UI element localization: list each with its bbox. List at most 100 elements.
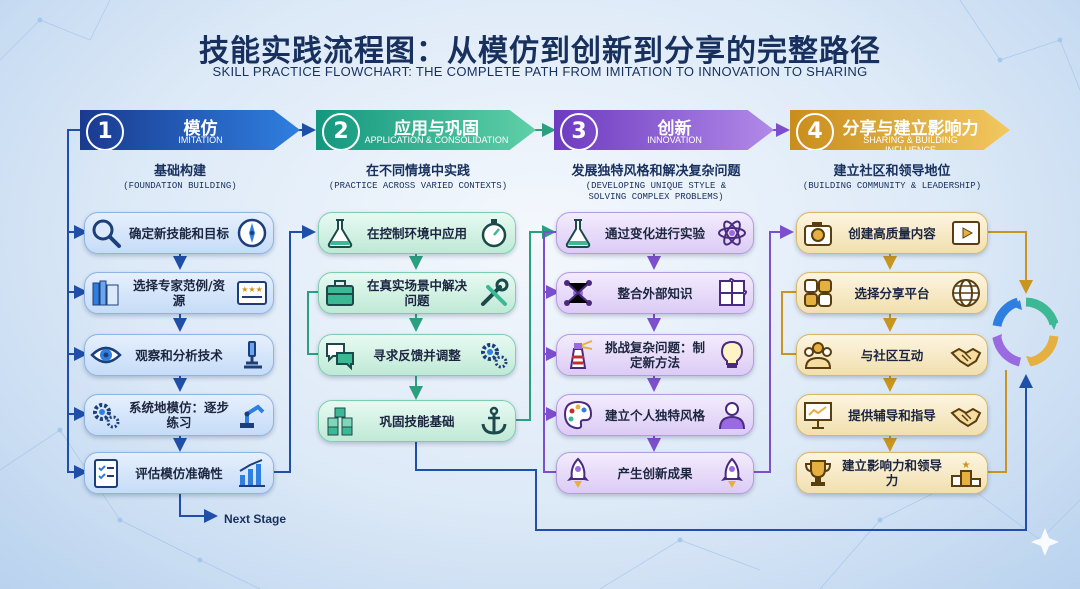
stage-4-step-1: 创建高质量内容	[796, 212, 988, 254]
page-subtitle: SKILL PRACTICE FLOWCHART: THE COMPLETE P…	[212, 64, 868, 79]
stage-4-banner: 4 分享与建立影响力 SHARING & BUILDING INFLUENCE	[790, 110, 1010, 150]
stage-2-step-1: 在控制环境中应用	[318, 212, 516, 254]
heading-en: (PRACTICE ACROSS VARIED CONTEXTS)	[328, 181, 508, 191]
heading-zh: 在不同情境中实践	[365, 164, 470, 179]
step-label: 建立影响力和领导力	[841, 458, 942, 488]
step-label: 评估模仿准确性	[135, 465, 223, 481]
stage-3-step-4: 建立个人独特风格	[556, 394, 754, 436]
heading-zh: 基础构建	[153, 164, 206, 179]
stage-title: 创新	[657, 119, 692, 139]
step-label: 通过变化进行实验	[604, 225, 705, 241]
group-icon	[804, 342, 832, 369]
tools-icon	[481, 278, 509, 306]
stage-1-step-4: 系统地模仿：逐步练习	[84, 394, 274, 436]
stage-4-step-3: 与社区互动	[796, 334, 988, 376]
step-label: 系统地模仿：逐步练习	[128, 400, 229, 430]
stage-title-en: INNOVATION	[647, 135, 702, 145]
rocket-icon	[567, 457, 589, 488]
puzzle-icon	[719, 278, 747, 306]
stage-4-step-5: 建立影响力和领导力 ★	[796, 452, 988, 494]
rating-board-icon: ★★★	[237, 281, 267, 305]
step-label: 挑战复杂问题：制定新方法	[604, 340, 705, 370]
stage-title: 分享与建立影响力	[842, 119, 979, 139]
step-label: 观察和分析技术	[135, 347, 223, 363]
gears-icon	[481, 343, 508, 369]
stage-3-banner: 3 创新 INNOVATION	[554, 110, 774, 150]
stage-title: 模仿	[183, 119, 218, 139]
briefcase-icon	[326, 280, 354, 306]
handshake-icon	[950, 347, 982, 368]
blocks-icon	[327, 407, 353, 436]
stage-3-heading: 发展独特风格和解决复杂问题 (DEVELOPING UNIQUE STYLE &…	[536, 160, 776, 203]
step-label: 确定新技能和目标	[128, 225, 229, 241]
stage-2-banner: 2 应用与巩固 APPLICATION & CONSOLIDATION	[316, 110, 536, 150]
palette-icon	[563, 400, 593, 430]
stage-1-banner: 1 模仿 IMITATION	[80, 110, 300, 150]
next-stage-label: Next Stage	[224, 512, 287, 526]
stage-2-step-2: 在真实场景中解决问题	[318, 272, 516, 314]
network-icon	[564, 280, 592, 306]
stage-1-step-2: 选择专家范例/资源★★★	[84, 272, 274, 314]
step-label: 寻求反馈并调整	[373, 347, 461, 363]
anchor-icon	[481, 406, 507, 435]
svg-text:★: ★	[962, 460, 971, 471]
heading-en: (FOUNDATION BUILDING)	[123, 181, 237, 191]
stage-4-step-2: 选择分享平台	[796, 272, 988, 314]
checklist-icon	[94, 459, 118, 488]
step-label: 选择分享平台	[854, 285, 930, 301]
step-label: 在控制环境中应用	[366, 225, 467, 241]
stage-4-step-4: 提供辅导和指导	[796, 394, 988, 436]
stage-2-step-4: 巩固技能基础	[318, 400, 516, 442]
stage-2-heading: 在不同情境中实践 (PRACTICE ACROSS VARIED CONTEXT…	[298, 160, 538, 192]
heading-en: (DEVELOPING UNIQUE STYLE & SOLVING COMPL…	[585, 181, 727, 202]
presentation-icon	[804, 402, 832, 429]
stage-1-step-1: 确定新技能和目标	[84, 212, 274, 254]
magnifier-icon	[92, 219, 121, 248]
step-label: 在真实场景中解决问题	[366, 278, 467, 308]
stage-title: 应用与巩固	[394, 119, 479, 139]
stage-title-en: SHARING & BUILDING INFLUENCE	[863, 135, 958, 155]
stopwatch-icon	[481, 219, 507, 248]
stage-3-step-2: 整合外部知识	[556, 272, 754, 314]
microscope-icon	[244, 341, 262, 369]
step-label: 创建高质量内容	[848, 225, 936, 241]
lightbulb-icon	[720, 340, 744, 368]
stage-4-heading: 建立社区和领导地位 (BUILDING COMMUNITY & LEADERSH…	[772, 160, 1012, 192]
books-icon	[92, 280, 119, 306]
eye-icon	[90, 346, 122, 364]
cycle-icon	[992, 297, 1059, 367]
step-label: 整合外部知识	[617, 285, 693, 301]
heading-zh: 建立社区和领导地位	[833, 164, 951, 179]
stage-1-step-3: 观察和分析技术	[84, 334, 274, 376]
stage-3-step-3: 挑战复杂问题：制定新方法	[556, 334, 754, 376]
stage-3-step-1: 通过变化进行实验	[556, 212, 754, 254]
atom-icon	[718, 220, 746, 246]
chat-icon	[326, 343, 354, 371]
stage-number: 4	[796, 113, 834, 150]
stage-2-step-3: 寻求反馈并调整	[318, 334, 516, 376]
video-icon	[952, 221, 980, 245]
social-apps-icon	[804, 279, 832, 307]
page-title: 技能实践流程图：从模仿到创新到分享的完整路径	[199, 34, 881, 69]
stage-title-en: APPLICATION & CONSOLIDATION	[364, 135, 509, 145]
handshake-icon	[950, 407, 982, 428]
stage-3-step-5: 产生创新成果	[556, 452, 754, 494]
step-label: 与社区互动	[860, 347, 924, 363]
heading-en: (BUILDING COMMUNITY & LEADERSHIP)	[802, 181, 982, 191]
flask-icon	[565, 219, 591, 248]
person-icon	[719, 402, 745, 430]
stage-1-heading: 基础构建 (FOUNDATION BUILDING)	[60, 160, 300, 192]
svg-text:★★★: ★★★	[241, 285, 263, 294]
step-label: 建立个人独特风格	[604, 407, 705, 423]
gears-icon	[93, 403, 120, 429]
podium-icon: ★	[951, 460, 981, 487]
robot-arm-icon	[240, 404, 265, 428]
step-label: 提供辅导和指导	[848, 407, 936, 423]
stage-title-en: IMITATION	[178, 135, 223, 145]
globe-icon	[952, 279, 980, 307]
flask-icon	[327, 219, 353, 248]
trophy-icon	[804, 460, 832, 486]
stage-number: 2	[322, 113, 360, 150]
bar-chart-icon	[239, 459, 265, 487]
stage-1-step-5: 评估模仿准确性	[84, 452, 274, 494]
